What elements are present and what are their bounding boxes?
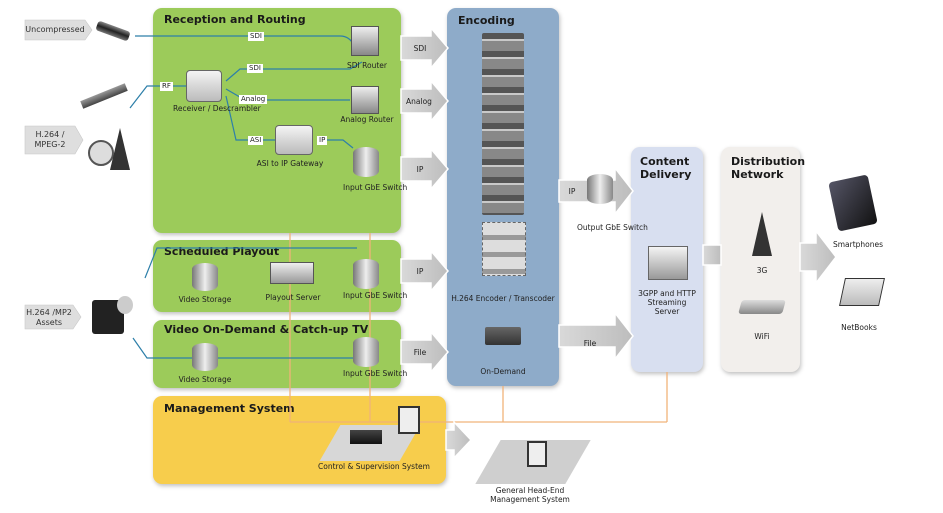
link-label-ip: IP	[317, 136, 328, 145]
megaphone-icon	[117, 296, 133, 314]
general-mgmt-label: General Head-End Management System	[490, 486, 570, 504]
streaming-server-label: 3GPP and HTTP Streaming Server	[638, 289, 696, 316]
input-switch-icon	[353, 337, 379, 367]
input-switch-label: Input GbE Switch	[343, 183, 408, 192]
arrow-file-out	[558, 310, 634, 362]
asi-gateway-icon	[275, 125, 313, 155]
panel-distribution: Distribution Network	[721, 147, 806, 372]
sdi-router-label: SDI Router	[347, 61, 387, 70]
arrow-label-ip: IP	[416, 165, 424, 174]
playout-server-icon	[270, 262, 314, 284]
video-storage-icon	[192, 263, 218, 291]
cell-tower-icon	[752, 212, 772, 256]
source-h264-mpeg2: H.264 / MPEG-2	[34, 130, 66, 149]
arrow-sdi	[400, 25, 449, 71]
arrow-to-devices	[799, 228, 837, 286]
on-demand-label: On-Demand	[480, 367, 526, 376]
source-tags	[24, 19, 93, 330]
arrow-label-analog: Analog	[406, 97, 432, 106]
arrow-to-general-mgmt	[445, 420, 473, 460]
playout-switch-label: Input GbE Switch	[343, 291, 408, 300]
arrow-analog	[400, 78, 449, 124]
vod-switch-label: Input GbE Switch	[343, 369, 408, 378]
control-server-icon	[350, 430, 382, 444]
transcoder-stack-icon	[482, 222, 526, 276]
vod-storage-label: Video Storage	[178, 375, 232, 384]
broadcast-tower-icon	[110, 128, 130, 170]
analog-router-label: Analog Router	[340, 115, 394, 124]
link-label-rf: RF	[160, 82, 173, 91]
on-demand-server-icon	[485, 327, 521, 345]
link-label-analog: Analog	[239, 95, 268, 104]
video-storage-label: Video Storage	[178, 295, 232, 304]
link-label-asi: ASI	[248, 136, 264, 145]
wifi-label: WiFi	[754, 332, 770, 341]
asi-gateway-label: ASI to IP Gateway	[256, 159, 324, 168]
output-switch-icon	[587, 174, 613, 204]
panel-title: Content Delivery	[640, 155, 692, 181]
monitor-icon	[398, 406, 420, 434]
input-switch-icon	[353, 147, 379, 177]
arrow-label-sdi: SDI	[413, 44, 427, 53]
sdi-router-icon	[351, 26, 379, 56]
link-label-sdi-2: SDI	[247, 64, 263, 73]
3g-label: 3G	[756, 266, 768, 275]
panel-title: Management System	[164, 402, 295, 415]
panel-title: Reception and Routing	[164, 13, 306, 26]
analog-router-icon	[351, 86, 379, 114]
input-switch-icon	[353, 259, 379, 289]
output-switch-label: Output GbE Switch	[577, 223, 648, 232]
source-uncompressed: Uncompressed	[25, 25, 85, 34]
arrow-label-file-out: File	[583, 339, 597, 348]
arrow-label-ip-out: IP	[568, 187, 576, 196]
receiver-icon	[186, 70, 222, 102]
smartphones-label: Smartphones	[832, 240, 884, 249]
streaming-server-icon	[648, 246, 688, 280]
netbook-icon	[839, 278, 885, 306]
arrow-file-vod	[400, 329, 449, 375]
encoder-label: H.264 Encoder / Transcoder	[451, 294, 555, 303]
playout-server-label: Playout Server	[265, 293, 321, 302]
flow-arrows	[400, 25, 837, 460]
wifi-router-icon	[738, 300, 786, 314]
video-storage-icon	[192, 343, 218, 371]
panel-title: Video On-Demand & Catch-up TV	[164, 323, 369, 336]
connector-cdn-dist	[702, 244, 722, 266]
arrow-ip-playout	[400, 248, 449, 294]
monitor-icon	[527, 441, 547, 467]
arrow-label-file: File	[413, 348, 427, 357]
signal-links	[129, 35, 363, 359]
encoder-stack-icon	[482, 33, 524, 215]
panel-title: Distribution Network	[731, 155, 806, 181]
panel-title: Encoding	[458, 14, 515, 27]
receiver-label: Receiver / Descrambler	[173, 104, 261, 113]
arrow-ip	[400, 146, 449, 192]
link-label-sdi: SDI	[248, 32, 264, 41]
source-h264-mp2-assets: H.264 /MP2 Assets	[26, 308, 72, 327]
arrow-label-ip-2: IP	[416, 267, 424, 276]
netbooks-label: NetBooks	[841, 323, 877, 332]
control-label: Control & Supervision System	[318, 462, 430, 471]
